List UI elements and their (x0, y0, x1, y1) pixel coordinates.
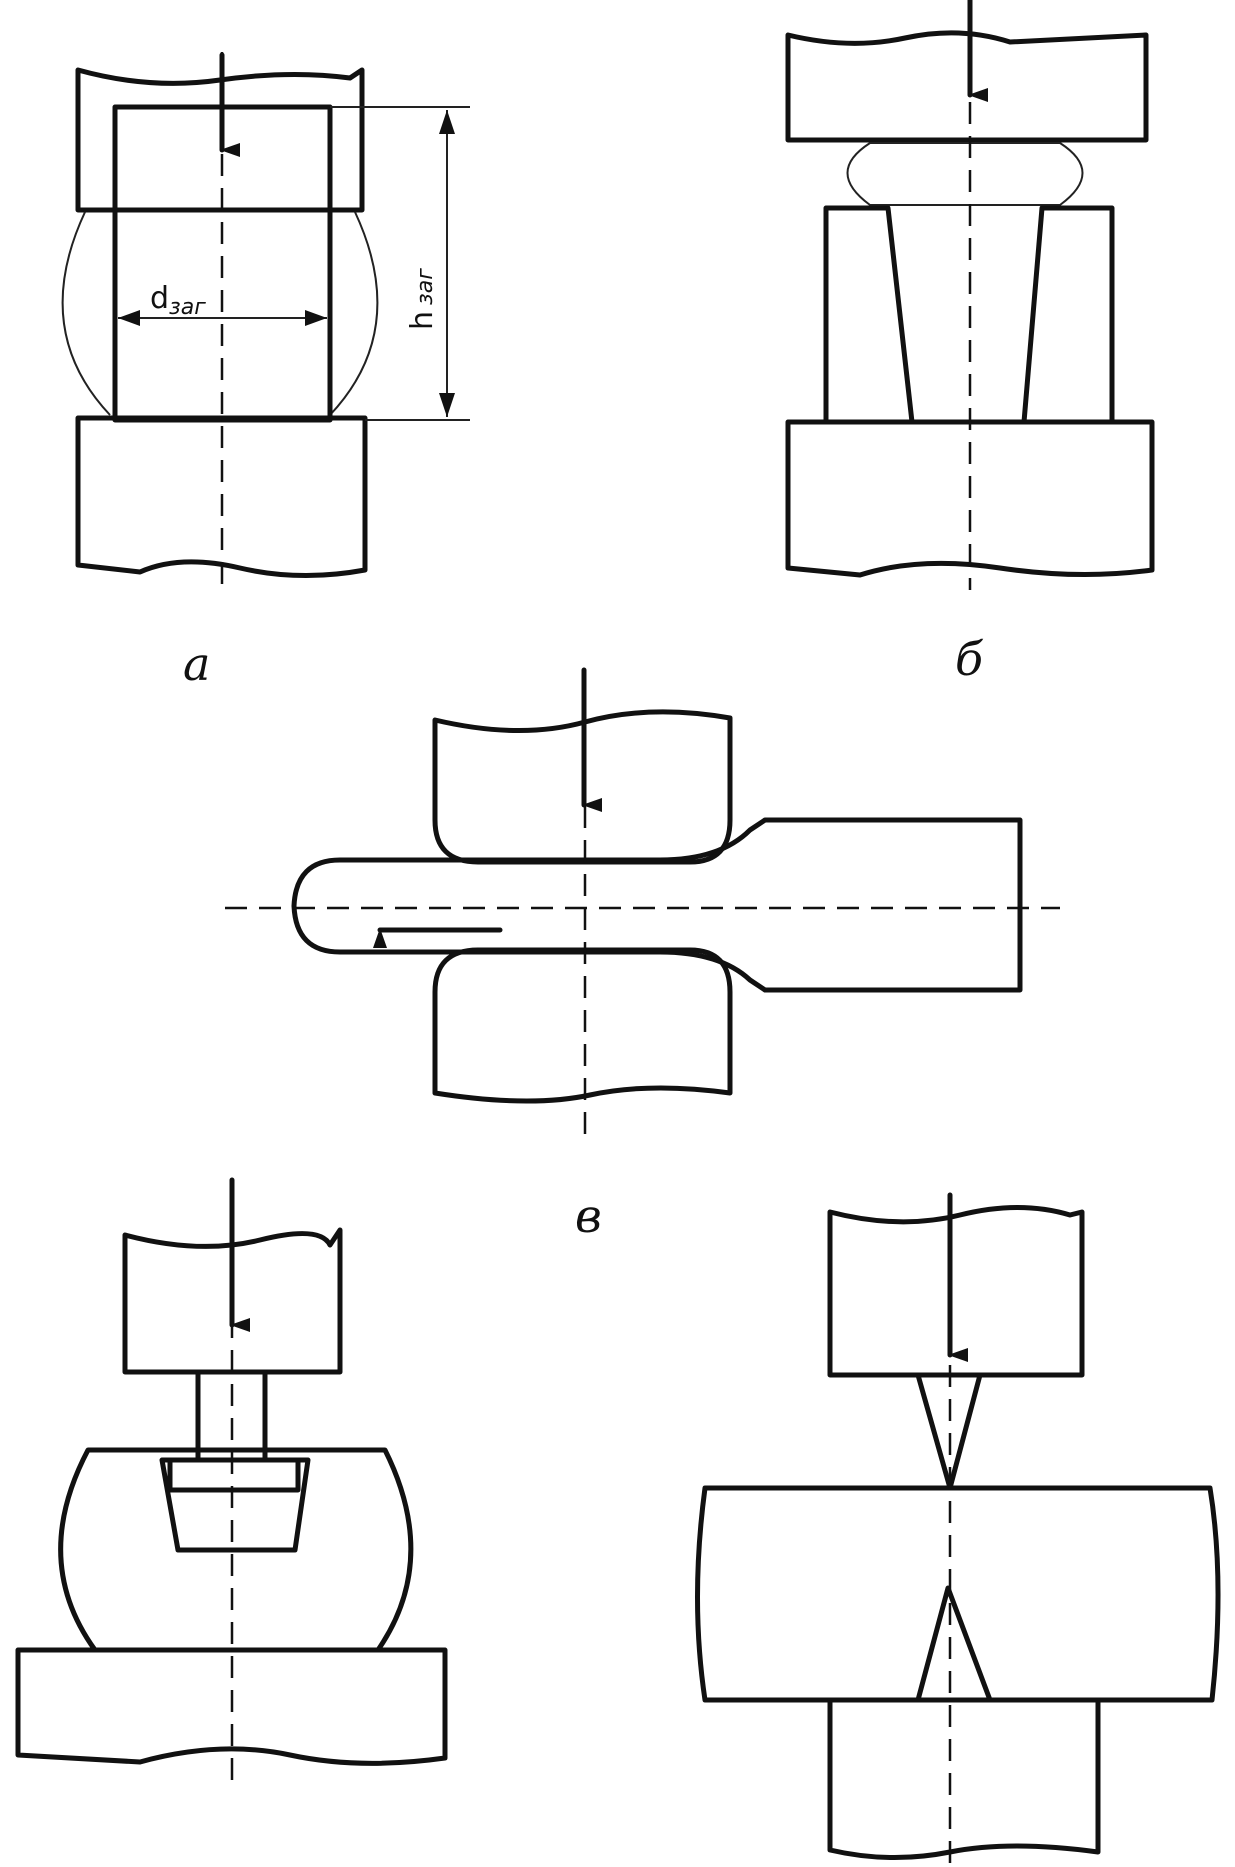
figure-d-lower-knife (915, 1585, 993, 1703)
svg-text:hзаг: h заг (405, 268, 440, 330)
height-subscript: заг (413, 268, 438, 305)
figure-v-drawing-out: в (225, 667, 1060, 1243)
figure-g-bottom-die (15, 1647, 448, 1766)
figure-v-top-die (432, 709, 733, 865)
figure-b-top-die (785, 30, 1149, 143)
figure-a-top-die (75, 67, 365, 213)
diameter-subscript: заг (169, 295, 206, 320)
figure-d-top-die (827, 1205, 1085, 1378)
svg-text:dзаг: dзаг (150, 281, 206, 320)
height-symbol: h (405, 311, 440, 330)
figure-b-ring-upsetting: б (785, 0, 1155, 686)
figure-v-workpiece (291, 817, 1023, 993)
figure-b-bottom-die (785, 419, 1155, 578)
caption-a: а (183, 637, 210, 691)
figure-a-height-dimension: h заг (330, 106, 470, 421)
figure-a-diameter-dimension: dзаг (118, 281, 327, 326)
figure-a-workpiece-bulge (61, 211, 379, 416)
figure-g-punch-head (167, 1457, 301, 1493)
figure-v-bottom-die (432, 947, 733, 1104)
diameter-symbol: d (150, 281, 169, 316)
caption-v: в (575, 1189, 602, 1243)
figure-a-bottom-die (75, 415, 368, 578)
figure-d-cutting (695, 1192, 1221, 1865)
figure-b-billet (846, 142, 1084, 206)
figure-g-top-die (122, 1227, 343, 1375)
figure-d-bottom-die (827, 1697, 1101, 1860)
figure-b-ring-right (1021, 205, 1115, 425)
figure-g-punching (15, 1177, 448, 1780)
figure-b-ring-left (823, 205, 915, 425)
caption-b: б (955, 632, 984, 686)
figure-a-upsetting: dзаг hзаг а (61, 52, 470, 691)
figure-d-bar (695, 1485, 1221, 1703)
